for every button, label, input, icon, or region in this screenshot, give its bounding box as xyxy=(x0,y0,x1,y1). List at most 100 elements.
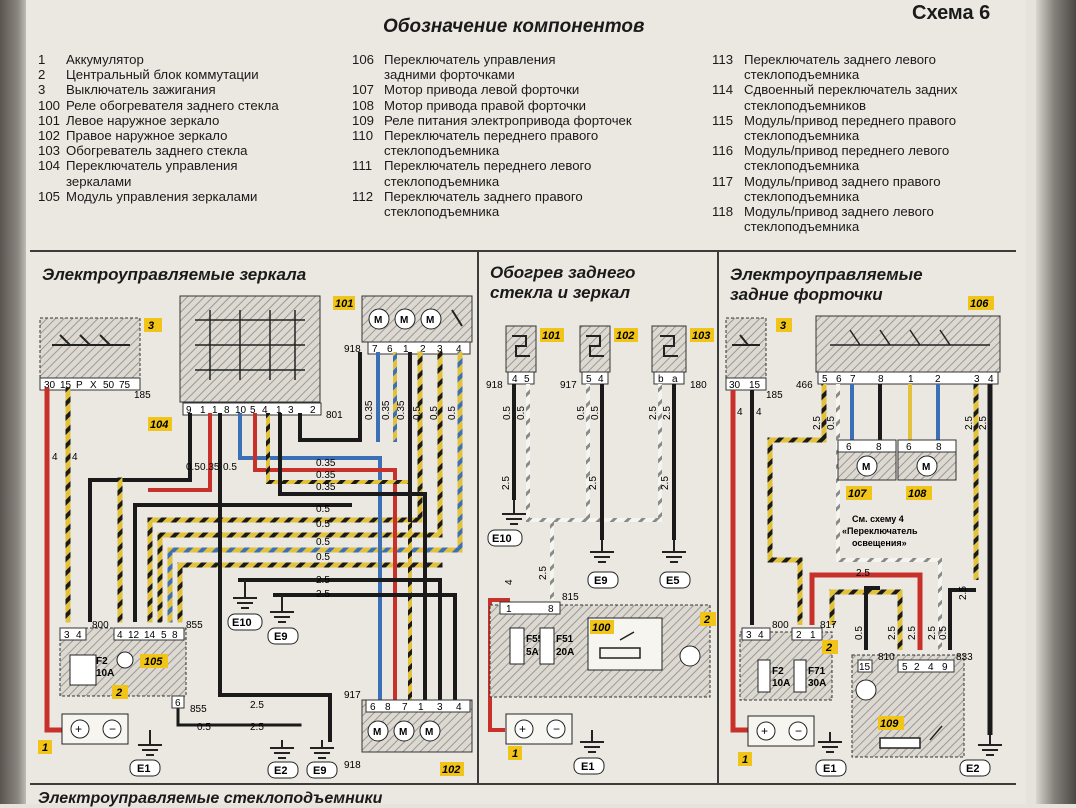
wire-size: 0.5 xyxy=(316,552,330,563)
wire-size: 2.5 xyxy=(250,722,264,733)
tag-heat-103 xyxy=(690,328,714,342)
tag-3-vents xyxy=(776,318,792,332)
fuse-f71-label: F71 xyxy=(808,666,826,677)
wire-180: 180 xyxy=(690,380,707,391)
wire-size: 2.5 xyxy=(856,568,870,579)
wire-size: 2.5 xyxy=(648,406,659,420)
vsw-pin: 3 xyxy=(974,374,980,385)
wire-size: 0.5 xyxy=(576,406,587,420)
m102-pin: 7 xyxy=(402,702,408,713)
section-divider-v1 xyxy=(477,251,479,783)
wire-size: 0.5 xyxy=(502,406,513,420)
vsw-pin: 8 xyxy=(878,374,884,385)
wire-size: 2.5 xyxy=(316,589,330,600)
cb-pin: 8 xyxy=(172,630,178,641)
mirror-switch-contacts xyxy=(195,310,305,380)
scheme-number: Схема 6 xyxy=(912,2,991,24)
tag-105-label: 105 xyxy=(144,656,163,668)
heater-101 xyxy=(505,325,537,373)
cb-pin-6: 6 xyxy=(175,698,181,709)
section-title-heating-line1: Обогрев заднего xyxy=(490,263,636,282)
section-title-vents-line2: задние форточки xyxy=(730,285,883,304)
relay-pins: 15 5 2 4 9 xyxy=(857,659,955,673)
cb3-pin: 4 xyxy=(758,630,764,641)
relay-pin: 9 xyxy=(942,662,948,673)
fuse-f2-vents-label: F2 xyxy=(772,666,784,677)
wire-185: 185 xyxy=(134,390,151,401)
m102-pin: 6 xyxy=(370,702,376,713)
fuse-f51-amp: 20A xyxy=(556,647,574,658)
wire-810: 810 xyxy=(878,652,895,663)
wire-size: 0.5 xyxy=(447,406,458,420)
wire-size: 0.35 xyxy=(396,400,407,420)
section-title-heating-line2: стекла и зеркал xyxy=(490,283,631,302)
wire-size: 2.5 xyxy=(927,626,938,640)
tag-108 xyxy=(906,486,932,500)
section-title-vents: Электроуправляемые задние форточки xyxy=(730,265,923,305)
tag-104 xyxy=(148,417,172,431)
wire-855-top: 855 xyxy=(186,620,203,631)
wire-size: 0.5 xyxy=(938,626,949,640)
mot-pin: 8 xyxy=(876,442,882,453)
ground-e10-heat: E10 xyxy=(487,500,526,547)
wire-800: 800 xyxy=(92,620,109,631)
cb-pin: 4 xyxy=(76,630,82,641)
tag-1-heat-label: 1 xyxy=(512,748,518,760)
mc-pin: 9 xyxy=(186,405,192,416)
tag-1-label: 1 xyxy=(42,742,48,754)
relay-clock-icon xyxy=(679,645,701,667)
tag-102-label: 102 xyxy=(442,764,460,776)
wire-size: 4 xyxy=(737,407,743,418)
tag-1-vents-label: 1 xyxy=(742,754,748,766)
relay-pin: 5 xyxy=(902,662,908,673)
m101-pin: 2 xyxy=(420,344,426,355)
see-scheme-note: См. схему 4 «Переключатель освещения» xyxy=(842,514,918,548)
mc-pin: 2 xyxy=(310,405,316,416)
m102-pin: 8 xyxy=(385,702,391,713)
wire-size: 4 xyxy=(52,452,58,463)
svg-text:E2: E2 xyxy=(966,763,979,775)
cb-pin: 1 xyxy=(506,604,512,615)
tag-108-label: 108 xyxy=(908,488,927,500)
wire-size: 0.5 xyxy=(854,626,865,640)
heating-wire-labels: 0.5 0.5 0.5 0.5 2.5 2.5 2.5 2.5 2.5 2.5 … xyxy=(501,406,673,585)
ign-pin: 75 xyxy=(119,380,131,391)
ground-e1-heat: E1 xyxy=(573,730,605,775)
wire-size: 0.5 xyxy=(412,406,423,420)
mirror-switch-104 xyxy=(179,295,321,403)
wire-size: 2.5 xyxy=(588,476,599,490)
cb-pins-right: 4 12 14 5 8 xyxy=(113,627,185,641)
vent-motor-108: 6 8 M 108 xyxy=(897,439,957,500)
tag-2-mirrors xyxy=(112,685,128,699)
tag-107-label: 107 xyxy=(848,488,867,500)
wire-size: 4 xyxy=(756,407,762,418)
section-title-mirrors: Электроуправляемые зеркала xyxy=(42,265,307,284)
vsw-pin: 4 xyxy=(988,374,994,385)
svg-text:M: M xyxy=(862,462,870,473)
tag-106-label: 106 xyxy=(970,298,989,310)
vsw-pin: 1 xyxy=(908,374,914,385)
wire-801: 801 xyxy=(326,410,343,421)
relay-pin: 4 xyxy=(928,662,934,673)
fuse-f2-label: F2 xyxy=(96,656,108,667)
tag-heat-102 xyxy=(614,328,638,342)
ignition-switch-3-vents xyxy=(725,317,767,379)
tag-1-heat xyxy=(508,746,522,760)
svg-text:E9: E9 xyxy=(274,631,287,643)
svg-text:E10: E10 xyxy=(492,533,512,545)
ground-e2-mirrors: E2 xyxy=(267,740,299,779)
tag-heat-101-label: 101 xyxy=(542,330,560,342)
tag-109 xyxy=(878,716,904,730)
relay-pin: 2 xyxy=(914,662,920,673)
svg-text:−: − xyxy=(109,722,116,736)
